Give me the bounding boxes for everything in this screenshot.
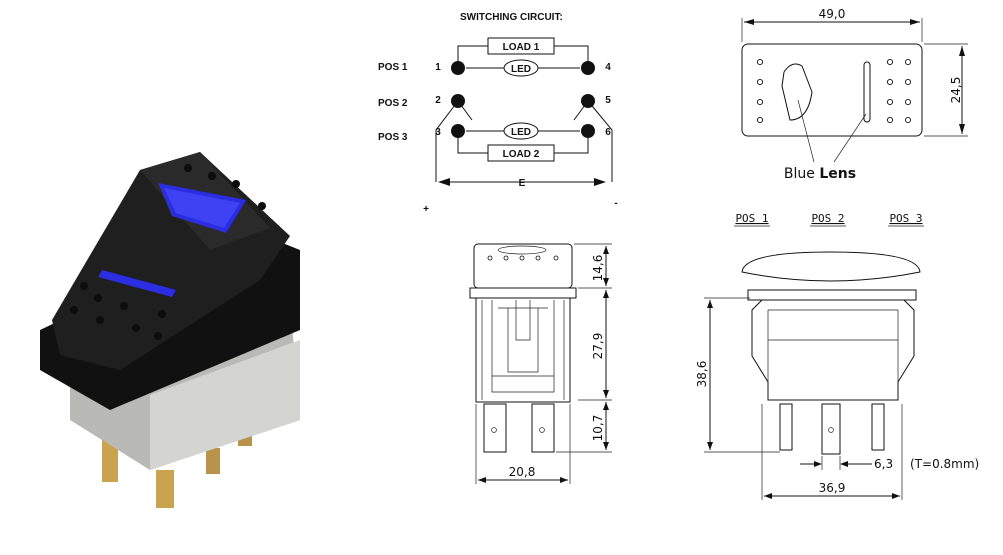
width-dim: 49,0: [819, 7, 846, 21]
front-dim-height: 38,6: [695, 361, 709, 388]
top-view-outline: [741, 43, 923, 137]
front-dim-thickness: (T=0.8mm): [910, 457, 979, 471]
led-label-top: LED: [511, 64, 531, 75]
front-pos3: POS 3: [889, 212, 922, 225]
load2-label: LOAD 2: [503, 149, 540, 160]
minus-sign: -: [614, 198, 617, 209]
top-view-drawing: 49,0 24,5 Blue Lens: [741, 7, 968, 182]
pin-2-label: 2: [435, 95, 441, 106]
pin-1-label: 1: [435, 62, 441, 73]
plus-sign: +: [423, 204, 429, 215]
circuit-title: SWITCHING CIRCUIT:: [460, 12, 563, 23]
front-view-drawing: POS 1 POS 2 POS 3 38,6 6,3 (T=0.8mm) 36,…: [695, 212, 979, 500]
front-rocker: [741, 251, 921, 282]
side-dim-width: 20,8: [509, 465, 536, 479]
side-view-drawing: 14,6 27,9 10,7 20,8: [469, 243, 612, 484]
lens-label: Blue Lens: [784, 166, 856, 182]
led-label-bottom: LED: [511, 127, 531, 138]
side-dim-body: 27,9: [591, 333, 605, 360]
front-body: [751, 299, 915, 401]
rocker-dots: [70, 164, 266, 340]
load1-label: LOAD 1: [503, 42, 540, 53]
blue-indicator-strip: [98, 270, 176, 297]
front-pos1: POS 1: [735, 212, 768, 225]
front-terminal: [821, 403, 841, 455]
lens-strip: [863, 61, 871, 123]
switch-photo: [40, 152, 300, 508]
lens-shape: [781, 63, 813, 121]
front-terminal: [779, 403, 793, 451]
pos3-label: POS 3: [378, 132, 408, 143]
front-terminal: [871, 403, 885, 451]
side-view-cap: [473, 243, 573, 289]
switching-circuit: SWITCHING CIRCUIT: LOAD 1 LOAD 2 LED LED…: [378, 12, 618, 215]
pin-3-label: 3: [435, 127, 441, 138]
top-view-holes: [756, 58, 912, 124]
pos2-label: POS 2: [378, 98, 408, 109]
side-view-body: [475, 297, 571, 403]
e-label: E: [519, 178, 526, 189]
housing-side: [150, 340, 300, 470]
terminal-blade: [156, 470, 174, 508]
pin-5-label: 5: [605, 95, 611, 106]
front-dim-terminal: 6,3: [874, 457, 893, 471]
terminal-blade: [206, 448, 220, 474]
terminal-blade: [102, 440, 118, 482]
side-dim-terminal: 10,7: [591, 415, 605, 442]
side-terminal: [483, 403, 507, 453]
side-dim-cap: 14,6: [591, 255, 605, 282]
side-terminal: [531, 403, 555, 453]
pin-6-label: 6: [605, 127, 611, 138]
height-dim: 24,5: [949, 77, 963, 104]
circuit-pins: [451, 61, 595, 138]
front-dim-width: 36,9: [819, 481, 846, 495]
front-pos2: POS 2: [811, 212, 844, 225]
pin-4-label: 4: [605, 62, 611, 73]
pos1-label: POS 1: [378, 62, 408, 73]
